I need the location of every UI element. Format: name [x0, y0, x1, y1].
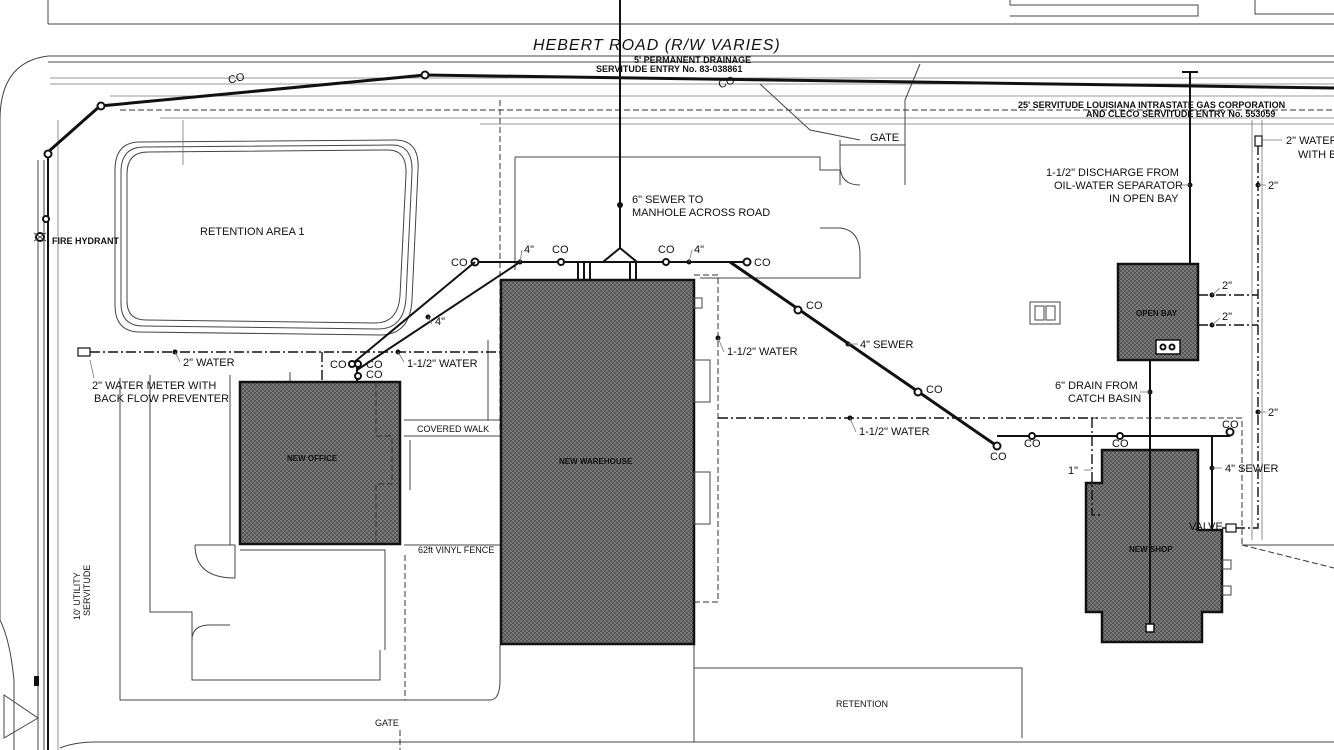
open-bay-label: OPEN BAY: [1136, 309, 1178, 318]
cleanout-3: CO: [658, 244, 675, 256]
new-office-building: [238, 380, 402, 546]
sewer-4-shop-label: 4" SEWER: [1225, 463, 1278, 475]
discharge-label-line2: OIL-WATER SEPARATOR: [1054, 180, 1183, 192]
cleanout-7: CO: [366, 369, 383, 381]
pipe-2-label-a: 2": [1222, 280, 1232, 292]
oil-water-discharge: [1145, 88, 1193, 633]
road-name: HEBERT ROAD (R/W VARIES): [533, 37, 781, 54]
water-meter-label-line1: 2" WATER METER WITH: [92, 380, 216, 392]
pipe-2-label-b: 2": [1222, 311, 1232, 323]
gate-bottom-label: GATE: [375, 718, 399, 728]
pole-mark-1: CO: [227, 71, 246, 87]
office-label: NEW OFFICE: [287, 454, 338, 463]
road-utility-line: [42, 70, 1334, 750]
gas-servitude-line2: AND CLECO SERVITUDE ENTRY No. 553059: [1086, 109, 1275, 119]
cleanout-9: CO: [926, 384, 943, 396]
utility-servitude-line2: SERVITUDE: [82, 565, 92, 616]
gate-top-label: GATE: [870, 132, 899, 144]
warehouse-label: NEW WAREHOUSE: [559, 457, 633, 466]
water-2-label: 2" WATER: [183, 357, 235, 369]
water-15-label-b: 1-1/2" WATER: [727, 346, 798, 358]
electrical-box-symbol: [1029, 301, 1061, 325]
retention-label: RETENTION: [836, 699, 888, 709]
cleanout-4: CO: [754, 257, 771, 269]
retention-area-1: [114, 120, 419, 336]
open-bay-building: [1116, 262, 1200, 362]
retention-area-1-label: RETENTION AREA 1: [200, 226, 305, 238]
pipe-4-label-a: 4": [435, 316, 445, 328]
sewer-main-6in: [470, 0, 752, 280]
water-15-label-a: 1-1/2" WATER: [407, 358, 478, 370]
cleanout-5: CO: [330, 359, 347, 371]
leader-lines: [89, 139, 1282, 471]
new-warehouse-building: [499, 274, 719, 646]
covered-walk-label: COVERED WALK: [417, 424, 489, 434]
cleanout-2: CO: [552, 244, 569, 256]
sewer-6-label-line1: 6" SEWER TO: [632, 194, 704, 206]
water-meter-label-line2: BACK FLOW PREVENTER: [94, 393, 229, 405]
fire-hydrant-symbol: [33, 232, 47, 242]
pipe-4-label-c: 4": [694, 244, 704, 256]
water-right-label-line1: 2" WATER: [1286, 135, 1334, 147]
cleanout-10: CO: [990, 451, 1007, 463]
cleanout-11: CO: [1024, 438, 1041, 450]
drain-label-line1: 6" DRAIN FROM: [1055, 380, 1138, 392]
cleanout-12: CO: [1112, 438, 1129, 450]
drainage-servitude-line2: SERVITUDE ENTRY No. 83-038861: [596, 64, 742, 74]
utility-servitude-line1: 10' UTILITY: [72, 572, 82, 620]
pole-mark-2: CO: [717, 74, 737, 91]
pipe-2-label-c: 2": [1268, 180, 1278, 192]
drain-label-line2: CATCH BASIN: [1068, 393, 1141, 405]
valve-label: VALVE: [1189, 521, 1223, 533]
discharge-label-line3: IN OPEN BAY: [1109, 193, 1179, 205]
water-15-label-c: 1-1/2" WATER: [859, 426, 930, 438]
fire-hydrant-label: FIRE HYDRANT: [52, 236, 120, 246]
water-lines: [77, 135, 1263, 533]
new-shop-building: [1084, 448, 1232, 644]
sewer-6-label-line2: MANHOLE ACROSS ROAD: [632, 207, 770, 219]
gas-servitude-line1: 25' SERVITUDE LOUISIANA INTRASTATE GAS C…: [1018, 100, 1285, 110]
shop-label: NEW SHOP: [1129, 545, 1173, 554]
pipe-2-label-d: 2": [1268, 407, 1278, 419]
cleanout-8: CO: [806, 300, 823, 312]
sewer-4-diag-label: 4" SEWER: [860, 339, 913, 351]
vinyl-fence-label: 62ft VINYL FENCE: [418, 545, 494, 555]
pipe-1-label: 1": [1068, 465, 1078, 477]
water-right-label-line2: WITH BAC: [1298, 149, 1334, 161]
cleanout-1: CO: [451, 257, 468, 269]
discharge-label-line1: 1-1/2" DISCHARGE FROM: [1046, 167, 1179, 179]
cleanout-6: CO: [366, 359, 383, 371]
cleanout-13: CO: [1222, 419, 1239, 431]
pipe-4-label-b: 4": [524, 244, 534, 256]
drainage-servitude-line1: 5' PERMANENT DRAINAGE: [634, 55, 751, 65]
